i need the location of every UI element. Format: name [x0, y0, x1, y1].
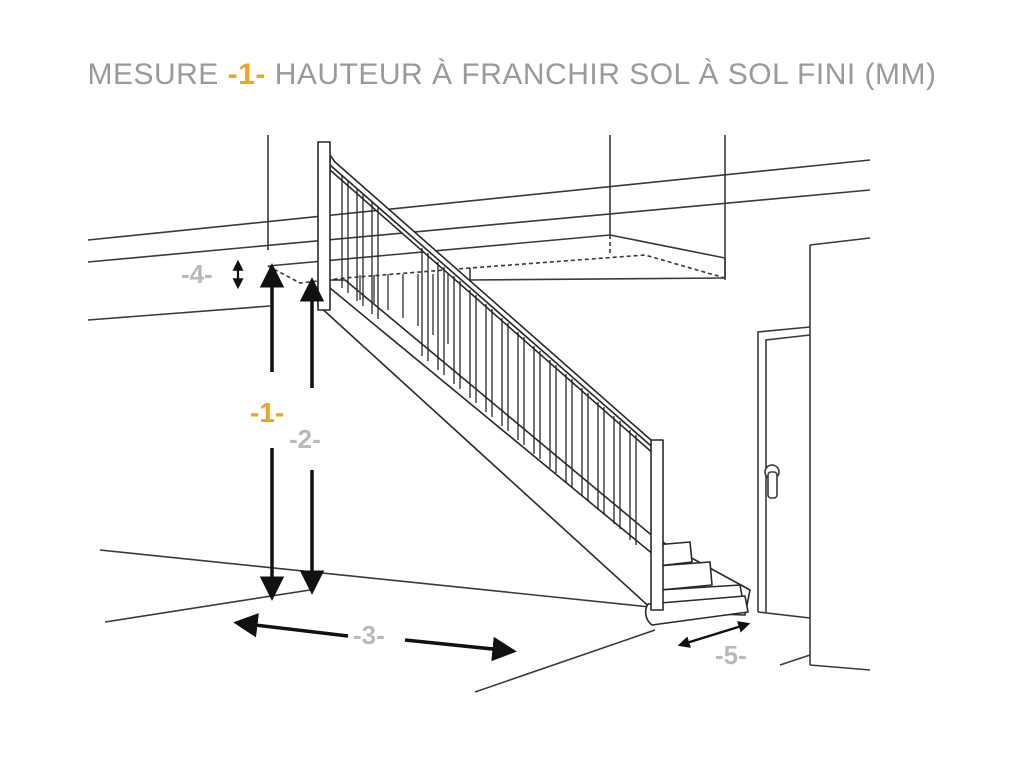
label-3: -3- [353, 620, 385, 650]
label-4: -4- [181, 259, 213, 289]
stair-treads [644, 541, 749, 626]
page-title: MESURE -1- HAUTEUR À FRANCHIR SOL À SOL … [0, 58, 1024, 92]
inner-balusters [359, 274, 449, 344]
arrow-3-right [404, 636, 517, 662]
bottom-newel-post [650, 439, 664, 611]
staircase [317, 141, 751, 626]
door-handle-plate [767, 471, 778, 499]
arrow-5 [677, 621, 751, 648]
label-1: -1- [250, 397, 285, 428]
room-structure [87, 135, 871, 693]
title-highlight: -1- [227, 58, 266, 91]
bottom-step-nosing [644, 595, 749, 626]
balusters [341, 176, 637, 545]
arrow-3-left [233, 613, 349, 638]
measurement-arrows [232, 259, 751, 662]
label-2: -2- [289, 424, 321, 454]
label-5: -5- [715, 640, 747, 670]
title-suffix: HAUTEUR À FRANCHIR SOL À SOL FINI (MM) [274, 58, 937, 91]
door [757, 326, 811, 612]
top-newel-post [317, 141, 331, 311]
title-prefix: MESURE [87, 58, 219, 91]
